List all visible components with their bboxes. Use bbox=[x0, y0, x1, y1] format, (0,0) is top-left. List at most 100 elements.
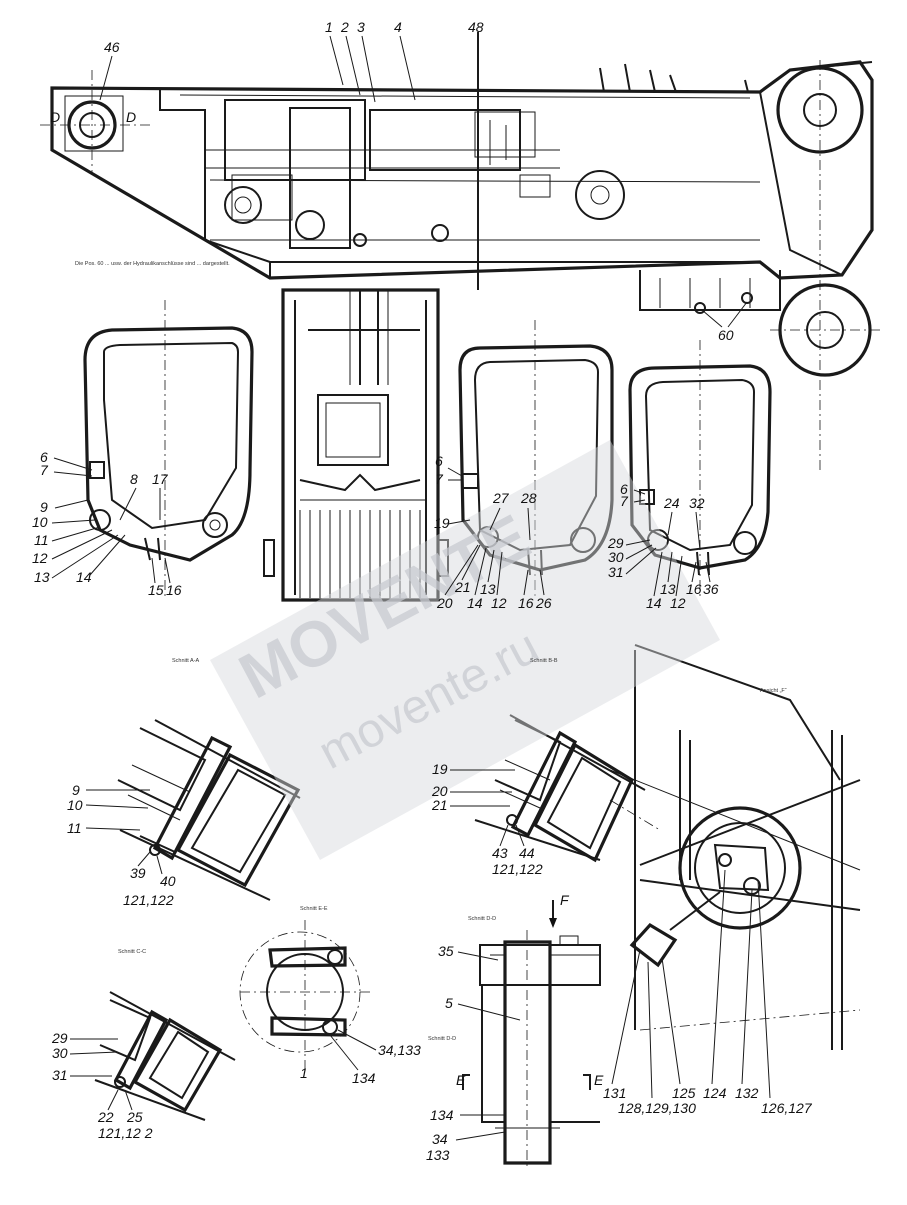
callout-v3-31: 31 bbox=[608, 564, 624, 580]
callout-cc-29: 29 bbox=[51, 1030, 68, 1046]
callout-v1-11: 11 bbox=[34, 532, 49, 548]
drawing-note: Die Pos. 60 ... usw. der Hydraulikanschl… bbox=[75, 261, 230, 267]
callout-v2-20: 20 bbox=[436, 595, 453, 611]
cut-mark-e-left: E bbox=[456, 1072, 466, 1088]
callout-bb-121-122: 121,122 bbox=[492, 861, 543, 877]
callout-aa-10: 10 bbox=[67, 797, 83, 813]
callout-v2-14: 14 bbox=[467, 595, 483, 611]
callout-v1-13: 13 bbox=[34, 569, 50, 585]
callout-aa-40: 40 bbox=[160, 873, 176, 889]
callout-aa-9: 9 bbox=[72, 782, 80, 798]
cut-mark-e-right: E bbox=[594, 1072, 604, 1088]
section-aa-view bbox=[117, 719, 301, 901]
callout-dd-35: 35 bbox=[438, 943, 454, 959]
callout-cc-25: 25 bbox=[126, 1109, 143, 1125]
callout-v2-21: 21 bbox=[454, 579, 471, 595]
callout-aa-121-122: 121,122 bbox=[123, 892, 174, 908]
callout-cc-121-122: 121,12 2 bbox=[98, 1125, 153, 1141]
callout-top-60: 60 bbox=[718, 327, 734, 343]
callout-top-1: 1 bbox=[325, 19, 333, 35]
callout-v2-26: 26 bbox=[535, 595, 552, 611]
callout-f-126-127: 126,127 bbox=[761, 1100, 813, 1116]
callout-v1-15: 15 bbox=[148, 582, 164, 598]
callout-v2-7: 7 bbox=[435, 471, 444, 487]
centerline-label: 1 bbox=[300, 1065, 308, 1081]
callout-f-132: 132 bbox=[735, 1085, 759, 1101]
callout-top-48: 48 bbox=[468, 19, 484, 35]
section-dd-view bbox=[462, 900, 601, 1170]
section-title-dd-2: Schnitt D-D bbox=[428, 1036, 456, 1042]
section-title-cc: Schnitt C-C bbox=[118, 949, 146, 955]
callout-ee-134: 134 bbox=[352, 1070, 376, 1086]
callout-v1-10: 10 bbox=[32, 514, 48, 530]
callout-bb-19: 19 bbox=[432, 761, 448, 777]
callout-v2-19: 19 bbox=[434, 515, 450, 531]
callout-v2-27: 27 bbox=[492, 490, 510, 506]
callout-v3-24: 24 bbox=[663, 495, 680, 511]
section-bb-view bbox=[474, 714, 661, 863]
callout-f-128-129-130: 128,129,130 bbox=[618, 1100, 696, 1116]
callout-bb-44: 44 bbox=[519, 845, 535, 861]
callout-v1-9: 9 bbox=[40, 499, 48, 515]
callout-f-125: 125 bbox=[672, 1085, 696, 1101]
callout-v1-6: 6 bbox=[40, 449, 48, 465]
view-f bbox=[609, 644, 861, 1050]
callout-bb-21: 21 bbox=[431, 797, 448, 813]
callout-v3-32: 32 bbox=[689, 495, 705, 511]
callout-ee-34-133: 34,133 bbox=[378, 1042, 421, 1058]
callout-v1-8: 8 bbox=[130, 471, 138, 487]
cut-mark-d-left: D bbox=[50, 109, 60, 125]
callout-top-46: 46 bbox=[104, 39, 120, 55]
callout-top-3: 3 bbox=[357, 19, 365, 35]
section-title-aa: Schnitt A-A bbox=[172, 658, 200, 664]
callout-v2-13: 13 bbox=[480, 581, 496, 597]
callout-v3-6: 6 bbox=[620, 481, 628, 497]
boom-side-view bbox=[40, 32, 880, 470]
callout-v3-7: 7 bbox=[620, 493, 629, 509]
callout-dd-133: 133 bbox=[426, 1147, 450, 1163]
callout-dd-134: 134 bbox=[430, 1107, 454, 1123]
cut-mark-d-right: D bbox=[126, 109, 136, 125]
callout-bb-20: 20 bbox=[431, 783, 448, 799]
callout-v1-7: 7 bbox=[40, 462, 49, 478]
callout-v3-14: 14 bbox=[646, 595, 662, 611]
callout-f-124: 124 bbox=[703, 1085, 727, 1101]
callout-v3-13: 13 bbox=[660, 581, 676, 597]
callout-v3-16: 16 bbox=[686, 581, 702, 597]
callout-v2-12: 12 bbox=[491, 595, 507, 611]
arrow-label-f: F bbox=[560, 892, 570, 908]
callout-v3-29: 29 bbox=[607, 535, 624, 551]
callout-cc-31: 31 bbox=[52, 1067, 68, 1083]
callout-v3-30: 30 bbox=[608, 549, 624, 565]
section-title-dd-1: Schnitt D-D bbox=[468, 916, 496, 922]
cross-section-2 bbox=[458, 320, 614, 600]
callout-v1-16: 16 bbox=[166, 582, 182, 598]
callout-aa-39: 39 bbox=[130, 865, 146, 881]
view-title-f: Ansicht „F“ bbox=[760, 688, 787, 694]
callout-v3-12: 12 bbox=[670, 595, 686, 611]
callout-v2-16: 16 bbox=[518, 595, 534, 611]
callout-v1-17: 17 bbox=[152, 471, 169, 487]
callout-f-131: 131 bbox=[603, 1085, 626, 1101]
plan-view bbox=[263, 288, 449, 602]
callout-bb-43: 43 bbox=[492, 845, 508, 861]
callout-top-4: 4 bbox=[394, 19, 402, 35]
callout-v3-36: 36 bbox=[703, 581, 719, 597]
section-title-ee: Schnitt E-E bbox=[300, 906, 328, 912]
watermark: MOVENTE movente.ru bbox=[210, 440, 720, 860]
callout-v1-14: 14 bbox=[76, 569, 92, 585]
callout-v2-6: 6 bbox=[435, 453, 443, 469]
cross-section-1 bbox=[83, 300, 254, 600]
callout-cc-30: 30 bbox=[52, 1045, 68, 1061]
callout-cc-22: 22 bbox=[97, 1109, 114, 1125]
callout-aa-11: 11 bbox=[67, 820, 82, 836]
section-title-bb: Schnitt B-B bbox=[530, 658, 558, 664]
section-ee-view bbox=[239, 920, 370, 1070]
callout-top-2: 2 bbox=[340, 19, 349, 35]
section-cc-view bbox=[94, 991, 236, 1121]
callout-v2-28: 28 bbox=[520, 490, 537, 506]
cross-section-3 bbox=[628, 340, 772, 600]
callout-v1-12: 12 bbox=[32, 550, 48, 566]
callout-dd-5: 5 bbox=[445, 995, 453, 1011]
